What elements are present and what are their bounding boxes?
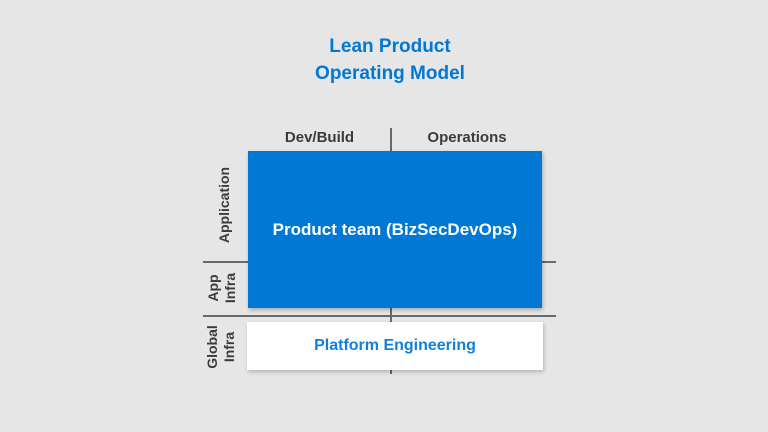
row-label-application: Application: [216, 166, 232, 244]
row-label-global-infra: Global Infra: [204, 325, 237, 369]
column-header-operations: Operations: [427, 129, 507, 146]
row-label-app-infra: App Infra: [205, 272, 238, 304]
row-divider-appinfra-globalinfra: [203, 315, 556, 317]
platform-engineering-box-label: Platform Engineering: [314, 337, 476, 354]
diagram-title: Lean Product Operating Model: [315, 36, 465, 84]
column-header-dev-build: Dev/Build: [284, 129, 355, 146]
platform-engineering-box: Platform Engineering: [247, 322, 543, 370]
product-team-box: Product team (BizSecDevOps): [248, 151, 542, 308]
product-team-box-label: Product team (BizSecDevOps): [272, 219, 518, 239]
